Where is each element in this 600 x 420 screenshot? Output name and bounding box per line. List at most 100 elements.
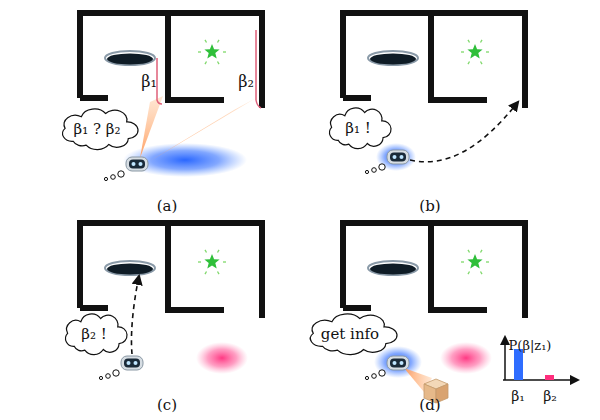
goal-star (204, 44, 219, 59)
maze-wall (168, 223, 224, 310)
chart-bar (514, 349, 523, 380)
hole-rim (368, 261, 418, 275)
robot-eye (393, 155, 397, 159)
robot-eye (134, 361, 138, 365)
chart-axis (504, 337, 506, 380)
maze-wall (168, 13, 224, 100)
hole-rim (105, 51, 155, 65)
bubble-shape (66, 314, 127, 355)
star-ray (486, 51, 489, 52)
maze-wall (80, 13, 262, 108)
thought-bubble: get info (304, 314, 397, 354)
thought-trail (111, 175, 116, 180)
bubble-text: β₁ ? β₂ (74, 120, 121, 138)
planned-path (410, 102, 518, 162)
planned-path (131, 276, 139, 354)
star-ray (205, 62, 207, 65)
star-ray (486, 261, 489, 262)
star-ray (461, 261, 464, 262)
star-ray (481, 250, 483, 253)
math-label: β₂ (543, 388, 557, 405)
star-ray (205, 272, 207, 275)
star-ray (218, 62, 220, 65)
math-label: β₁ (141, 72, 157, 91)
bubble-text: get info (321, 325, 379, 343)
star-ray (223, 51, 226, 52)
star-ray (205, 250, 207, 253)
hole-rim (368, 51, 418, 65)
thought-trail (379, 164, 385, 170)
math-label: P(β|z₁) (509, 338, 552, 354)
bubble-shape (62, 109, 137, 150)
star-ray (461, 51, 464, 52)
thought-trail (106, 374, 111, 379)
thought-trail (113, 370, 119, 376)
belief-glow (196, 342, 248, 374)
robot-face (124, 359, 140, 368)
robot-face (390, 153, 406, 162)
maze-wall (343, 223, 525, 318)
star-ray (468, 62, 470, 65)
thought-trail (118, 171, 124, 177)
bubble-text: β₁ ! (345, 119, 370, 137)
maze-wall (431, 223, 487, 310)
hole (370, 264, 416, 275)
belief-glow (123, 143, 247, 177)
goal-star (467, 44, 482, 59)
star-ray (481, 40, 483, 43)
star-ray (218, 40, 220, 43)
star-ray (223, 261, 226, 262)
goal-star (204, 254, 219, 269)
robot-eye (393, 361, 397, 365)
belief-glow (376, 143, 416, 171)
thought-trail (365, 376, 368, 379)
panel-caption: (d) (419, 396, 440, 414)
bubble-shape (330, 108, 391, 149)
robot-eye (132, 162, 136, 166)
star-ray (218, 272, 220, 275)
robot-body (126, 157, 148, 171)
math-label: β₂ (238, 72, 254, 91)
maze (80, 13, 262, 108)
robot-body (387, 356, 409, 370)
maze-wall (80, 223, 262, 318)
star-ray (481, 62, 483, 65)
panel-caption: (b) (419, 197, 440, 215)
maze (343, 223, 525, 318)
chart-bar (545, 375, 554, 380)
maze (80, 223, 262, 318)
sensor-cone (150, 98, 256, 161)
star-ray (198, 51, 201, 52)
sensor-cone (140, 96, 163, 158)
star-ray (468, 272, 470, 275)
maze-wall (343, 95, 371, 101)
robot-body (387, 150, 409, 164)
hole (107, 264, 153, 275)
robot-face (129, 160, 145, 169)
star-ray (198, 261, 201, 262)
maze-wall (431, 13, 487, 100)
wall-highlight (256, 30, 261, 108)
panel-caption: (a) (157, 197, 178, 215)
maze-wall (80, 305, 108, 311)
thought-bubble: β₁ ! (325, 108, 391, 148)
wall-highlight (157, 58, 162, 104)
maze-wall (343, 305, 371, 311)
bubble-shape (310, 314, 397, 355)
thought-trail (104, 177, 107, 180)
thought-trail (365, 170, 368, 173)
bubble-text: β₂ ! (81, 325, 106, 343)
math-label: β₁ (511, 388, 525, 405)
maze-wall (80, 95, 108, 101)
thought-trail (372, 168, 377, 173)
star-ray (481, 272, 483, 275)
star-ray (468, 250, 470, 253)
star-ray (205, 40, 207, 43)
thought-trail (372, 374, 377, 379)
robot-face (390, 359, 406, 368)
thought-bubble: β₁ ? β₂ (57, 109, 138, 149)
robot-eye (400, 361, 404, 365)
maze (343, 13, 525, 108)
